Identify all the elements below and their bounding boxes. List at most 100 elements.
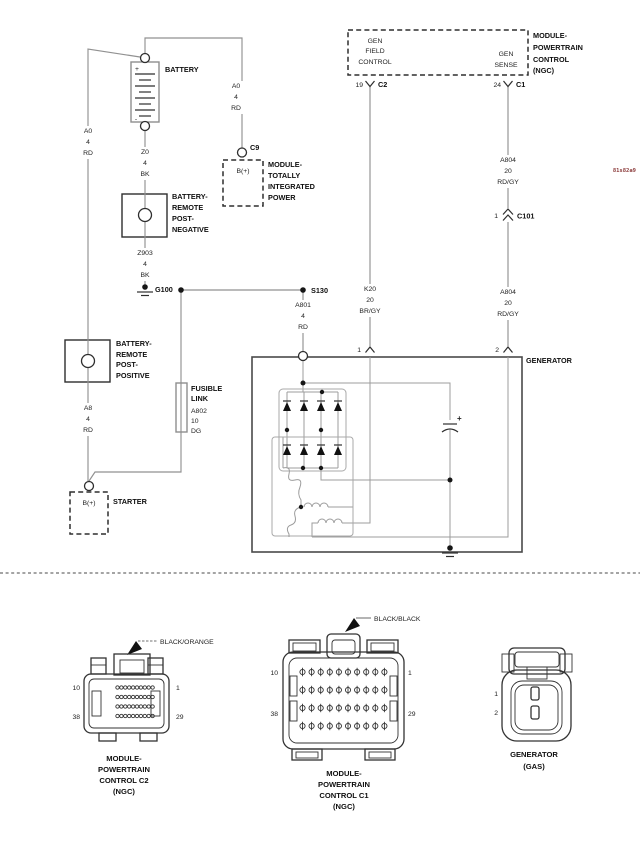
- brn-line2: REMOTE: [172, 203, 203, 212]
- wire-z0-gauge: 4: [143, 160, 147, 167]
- junction-dot: [178, 287, 184, 293]
- brp-line3: POST-: [116, 360, 138, 369]
- generator-internal-wiring: [282, 357, 509, 548]
- fusible-link-title-line2: LINK: [191, 394, 209, 403]
- wire-a804-lower-circuit: A804: [500, 289, 516, 296]
- pcm-name-line3: CONTROL: [533, 55, 570, 64]
- wire-a0-left-circuit: A0: [84, 128, 93, 135]
- battery-negative-terminal: [139, 120, 151, 132]
- module-powertrain-control: GEN FIELD CONTROL GEN SENSE MODULE- POWE…: [347, 29, 583, 89]
- c1-pin-grid: [299, 667, 388, 731]
- gen-pin2-number: 2: [495, 347, 499, 354]
- wire-z903-gauge: 4: [143, 261, 147, 268]
- module-totally-integrated-power: C9 B(+) MODULE- TOTALLY INTEGRATED POWER: [222, 143, 315, 207]
- starter: B(+) STARTER: [69, 480, 148, 535]
- c2-pin-grid: [115, 685, 155, 719]
- gas-caption-line2: (GAS): [523, 762, 545, 771]
- c1-caption-line4: (NGC): [333, 802, 355, 811]
- generator-ground: [442, 552, 458, 558]
- g100-label: G100: [155, 285, 173, 294]
- wire-a8-color: RD: [83, 427, 93, 434]
- wire-a801-gauge: 4: [301, 313, 305, 320]
- wire-a0-right-circuit: A0: [232, 83, 241, 90]
- wire-z903-color: BK: [140, 272, 150, 279]
- c1-caption-line2: POWERTRAIN: [318, 780, 370, 789]
- generator-label: GENERATOR: [526, 356, 573, 365]
- wire-a804-lower-color: RD/GY: [497, 311, 519, 318]
- gen-field-label-2: FIELD: [365, 48, 384, 55]
- c2-caption-line2: POWERTRAIN: [98, 765, 150, 774]
- post-positive-terminal: [80, 353, 96, 369]
- gen-pin1-symbol: [365, 346, 375, 353]
- wire-a804-upper-circuit: A804: [500, 157, 516, 164]
- c2-pin-38: 38: [72, 714, 80, 721]
- wire-a0-left-color: RD: [83, 150, 93, 157]
- wire-z903-circuit: Z903: [137, 250, 153, 257]
- wire-z0-color: BK: [140, 171, 150, 178]
- fusible-link-circuit: A802: [191, 408, 207, 415]
- diagram-id-code: 81s82a9: [613, 168, 636, 174]
- c101-label: C101: [517, 212, 534, 221]
- brp-line2: REMOTE: [116, 350, 147, 359]
- wire-a8-gauge: 4: [86, 416, 90, 423]
- c2-wire-arrow: [127, 641, 142, 655]
- c1-wire-color-label: BLACK/BLACK: [374, 616, 421, 623]
- c9-label: C9: [250, 143, 259, 152]
- c1-caption-line1: MODULE-: [326, 769, 362, 778]
- starter-terminal: [83, 480, 95, 492]
- capacitor: +: [441, 414, 462, 433]
- gen-field-label-1: GEN: [368, 38, 383, 45]
- c2-pin-29: 29: [176, 714, 184, 721]
- connector-view-pcm-c1: BLACK/BLACK 10 1 38 29 MODULE- POWERTRAI…: [270, 616, 420, 811]
- gas-pin-2: 2: [494, 710, 498, 717]
- wire-a804-lower-gauge: 20: [504, 300, 512, 307]
- c1-pin-29: 29: [408, 711, 416, 718]
- brn-line1: BATTERY-: [172, 192, 208, 201]
- wire-a0-right-color: RD: [231, 105, 241, 112]
- tip-name-line1: MODULE-: [268, 160, 303, 169]
- c101-pin-number: 1: [494, 213, 498, 220]
- battery: + - BATTERY: [130, 61, 199, 123]
- s130-splice-dot: [300, 287, 306, 293]
- c1-pin-38: 38: [270, 711, 278, 718]
- c2-caption-line1: MODULE-: [106, 754, 142, 763]
- wire-a801-color: RD: [298, 324, 308, 331]
- field-winding: [317, 518, 343, 524]
- rectifier-diodes: [283, 400, 342, 455]
- wire-k20-circuit: K20: [364, 286, 376, 293]
- wire-k20-color: BR/GY: [359, 308, 381, 315]
- capacitor-plus-sign: +: [457, 414, 462, 423]
- wire-a0-right-gauge: 4: [234, 94, 238, 101]
- brn-line4: NEGATIVE: [172, 225, 209, 234]
- c1-pin-1: 1: [408, 670, 412, 677]
- stator-windings: [282, 467, 329, 537]
- wire-z0-circuit: Z0: [141, 149, 149, 156]
- c2-caption-line3: CONTROL C2: [99, 776, 148, 785]
- c1-connector-label: C1: [516, 80, 525, 89]
- gen-field-label-3: CONTROL: [358, 59, 391, 66]
- wire-labels: A0 4 RD A0 4 RD Z0 4 BK Z903 4 BK A8 4 R…: [79, 81, 523, 436]
- pcm-name-line1: MODULE-: [533, 31, 568, 40]
- gas-caption-line1: GENERATOR: [510, 750, 558, 759]
- c9-terminal: [236, 147, 248, 158]
- c1-wire-arrow: [345, 618, 360, 632]
- c2-pin-number: 19: [355, 82, 363, 89]
- gas-pin-1: 1: [494, 691, 498, 698]
- c2-pin-1: 1: [176, 685, 180, 692]
- ground-g100: G100: [137, 284, 173, 297]
- pcm-name-line4: (NGC): [533, 66, 555, 75]
- battery-minus-sign: -: [135, 116, 137, 123]
- generator: GENERATOR 1 2: [251, 346, 573, 558]
- gas-pin2-slot: [530, 705, 540, 720]
- tip-name-line3: INTEGRATED: [268, 182, 315, 191]
- wire-a801-circuit: A801: [295, 302, 311, 309]
- c2-pin-10: 10: [72, 685, 80, 692]
- fusible-link-color: DG: [191, 428, 201, 435]
- fusible-link-title-line1: FUSIBLE: [191, 384, 222, 393]
- connector-view-generator: 1 2 GENERATOR (GAS): [494, 647, 573, 771]
- rectifier-block-outline: [278, 388, 347, 472]
- c2-connector-label: C2: [378, 80, 387, 89]
- fusible-link: FUSIBLE LINK A802 10 DG: [175, 382, 222, 435]
- pcm-name-line2: POWERTRAIN: [533, 43, 583, 52]
- c2-wire-color-label: BLACK/ORANGE: [160, 639, 214, 646]
